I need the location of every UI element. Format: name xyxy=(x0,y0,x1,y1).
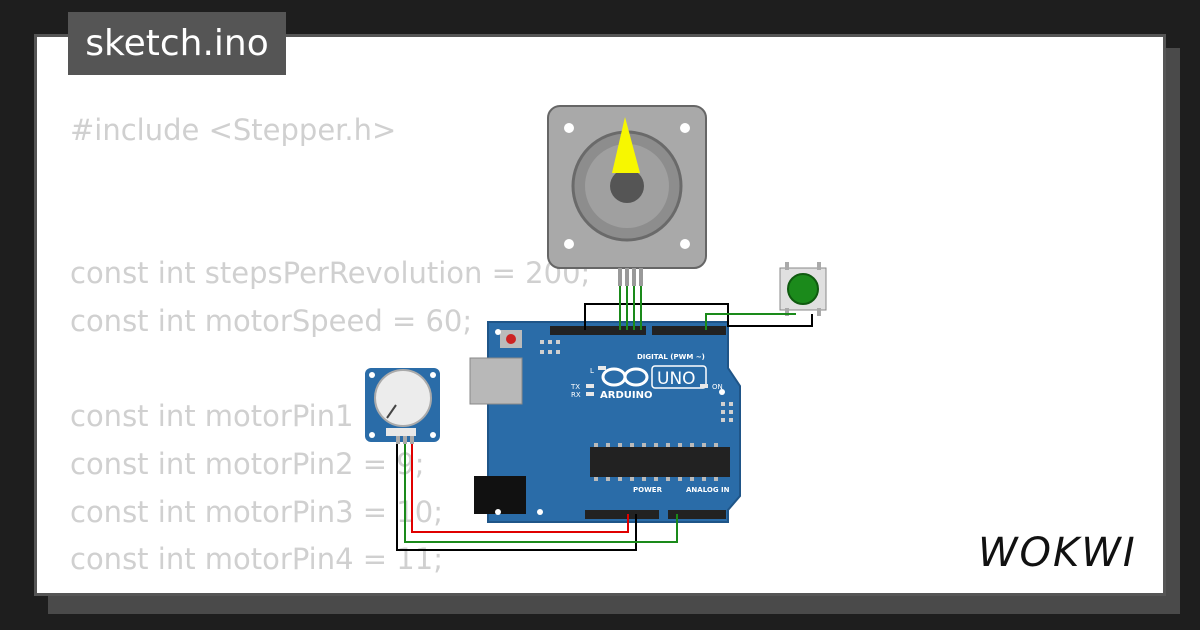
code-line: const int motorSpeed = 60; xyxy=(70,303,473,338)
wokwi-logo-text: WOKWI xyxy=(978,530,1137,576)
code-line: const int motorPin3 = 10; xyxy=(70,494,443,529)
code-editor: #include <Stepper.h> const int stepsPerRe… xyxy=(70,107,590,584)
icsp2-header xyxy=(721,402,733,422)
stepper-pointer xyxy=(612,117,640,173)
analog-header xyxy=(668,510,726,519)
atmega-chip xyxy=(590,447,730,477)
icsp-header xyxy=(540,340,560,354)
pushbutton-icon[interactable] xyxy=(779,262,827,316)
led-tx-label: TX xyxy=(570,383,580,391)
digital-label: DIGITAL (PWM ~) xyxy=(637,353,705,361)
wire-red-pot xyxy=(411,444,629,533)
code-line: const int motorPin2 = 9; xyxy=(70,446,425,481)
board-model: UNO xyxy=(657,369,696,389)
digital-header-low xyxy=(652,326,726,335)
arduino-logo-icon xyxy=(601,367,649,387)
power-header xyxy=(585,510,659,519)
stepper-motor-icon[interactable] xyxy=(547,105,707,286)
code-line: const int stepsPerRevolution = 200; xyxy=(70,256,591,291)
potentiometer-icon[interactable] xyxy=(365,368,440,444)
file-tab[interactable]: sketch.ino xyxy=(68,12,286,75)
led-l-label: L xyxy=(590,367,594,375)
reset-button-knob xyxy=(506,334,516,344)
power-jack xyxy=(474,476,526,514)
arduino-uno-board[interactable]: UNO ARDUINO DIGITAL (PWM ~) POWER ANALOG… xyxy=(469,321,741,523)
led-on-label: ON xyxy=(712,383,723,391)
wires xyxy=(396,286,813,551)
wire-green-pot xyxy=(404,444,678,543)
wokwi-logo: WOKWI xyxy=(976,528,1148,581)
board-brand: ARDUINO xyxy=(600,390,652,401)
usb-port xyxy=(469,357,523,405)
code-line: const int motorPin4 = 11; xyxy=(70,542,443,577)
led-rx-label: RX xyxy=(571,391,581,399)
code-line: #include <Stepper.h> xyxy=(70,113,397,147)
analog-label: ANALOG IN xyxy=(686,486,730,494)
wire-green-button xyxy=(705,313,796,330)
power-label: POWER xyxy=(633,486,663,494)
digital-header-high xyxy=(550,326,646,335)
wire-black-pot xyxy=(396,444,637,551)
